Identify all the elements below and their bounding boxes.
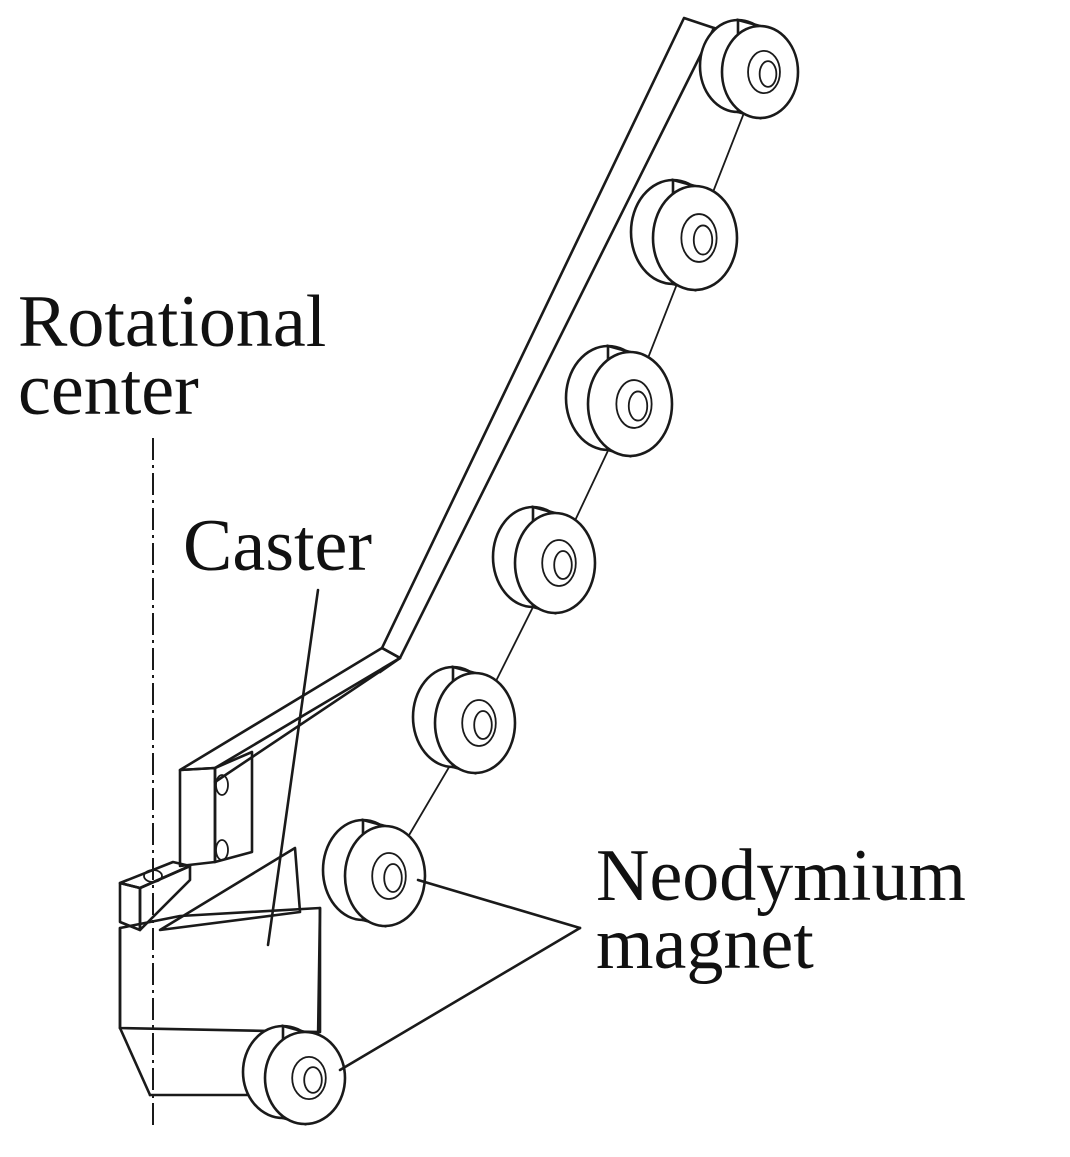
caster-leader-line [266, 588, 320, 947]
neodymium-magnet [411, 665, 517, 775]
neodymium-magnet [241, 1024, 347, 1126]
neodymium-magnet [491, 505, 597, 615]
rotational-center-label-line2: center [18, 349, 199, 431]
neodymium-magnet-label-line2: magnet [596, 903, 814, 985]
neodymium-magnet [698, 18, 800, 120]
neodymium-magnet-group [241, 18, 800, 1126]
neodymium-magnet-label-line1: Neodymium [596, 835, 966, 917]
magnet-leader-line-lower [338, 926, 582, 1072]
caster-label: Caster [183, 505, 373, 587]
neodymium-magnet [564, 344, 674, 458]
neodymium-magnet [629, 178, 739, 292]
magnet-leader-line-upper [416, 878, 582, 930]
rotational-center-label-line1: Rotational [18, 281, 327, 363]
caster [118, 846, 322, 1097]
arm-bar [118, 16, 726, 932]
rotational-center-label: Rotational center [18, 281, 327, 431]
neodymium-magnet-label: Neodymium magnet [596, 835, 966, 985]
neodymium-magnet [321, 818, 427, 928]
